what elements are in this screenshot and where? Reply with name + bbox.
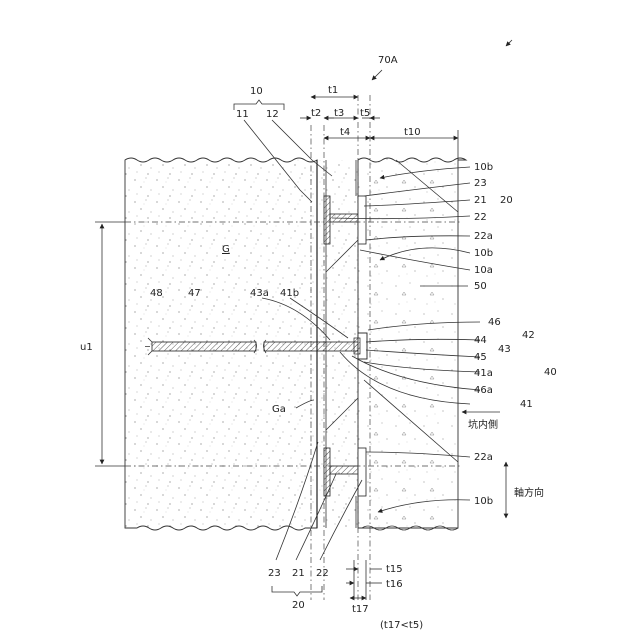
label-41: 41	[520, 399, 533, 410]
label-t10: t10	[404, 127, 421, 138]
label-22a-bot: 22a	[474, 452, 493, 463]
label-t2: t2	[311, 108, 321, 119]
label-t5: t5	[360, 108, 370, 119]
label-43a: 43a	[250, 288, 269, 299]
label-50: 50	[474, 281, 487, 292]
label-10a: 10a	[474, 265, 493, 276]
label-41b: 41b	[280, 288, 299, 299]
label-21-top: 21	[474, 195, 487, 206]
bottom-dimensions	[272, 560, 382, 600]
label-10b-bot: 10b	[474, 496, 493, 507]
label-20-top: 20	[500, 195, 513, 206]
label-48: 48	[150, 288, 163, 299]
label-10b-mid: 10b	[474, 248, 493, 259]
label-axial-direction: 軸方向	[514, 486, 544, 499]
label-42: 42	[522, 330, 535, 341]
label-Ga: Ga	[272, 404, 286, 415]
label-46: 46	[488, 317, 501, 328]
label-t4: t4	[340, 127, 350, 138]
segment-body	[358, 158, 466, 530]
label-10b-top: 10b	[474, 162, 493, 173]
label-23-top: 23	[474, 178, 487, 189]
label-11: 11	[236, 109, 249, 120]
label-45: 45	[474, 352, 487, 363]
label-70A: 70A	[378, 55, 398, 66]
label-t17-note: (t17<t5)	[380, 620, 423, 631]
label-t15: t15	[386, 564, 403, 575]
label-G: G	[222, 244, 230, 255]
label-21-bot: 21	[292, 568, 305, 579]
label-t16: t16	[386, 579, 403, 590]
label-t17: t17	[352, 604, 369, 615]
u1-dimension	[95, 222, 125, 466]
label-22-top: 22	[474, 212, 487, 223]
label-22a-top: 22a	[474, 231, 493, 242]
label-12: 12	[266, 109, 279, 120]
label-u1: u1	[80, 342, 93, 353]
label-41a: 41a	[474, 368, 493, 379]
label-tunnel-inside: 坑内側	[468, 418, 498, 431]
label-43: 43	[498, 344, 511, 355]
label-10: 10	[250, 86, 263, 97]
label-t3: t3	[334, 108, 344, 119]
label-22-bot: 22	[316, 568, 329, 579]
label-46a: 46a	[474, 385, 493, 396]
label-20-bot: 20	[292, 600, 305, 611]
label-44: 44	[474, 335, 487, 346]
label-47: 47	[188, 288, 201, 299]
label-t1: t1	[328, 85, 338, 96]
label-40: 40	[544, 367, 557, 378]
label-23-bot: 23	[268, 568, 281, 579]
